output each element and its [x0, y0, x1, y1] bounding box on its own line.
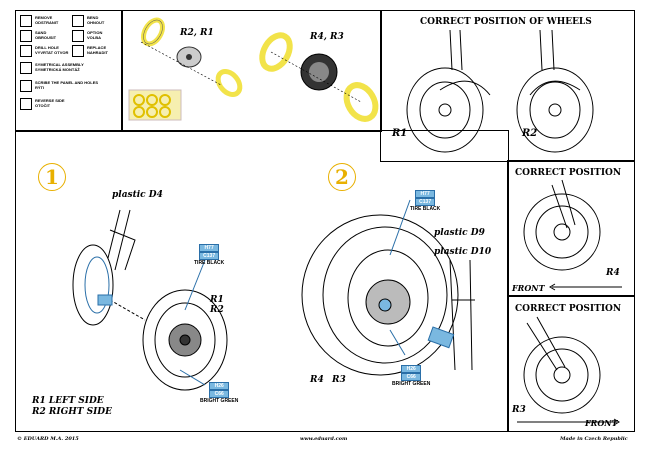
wheels-position-title: CORRECT POSITION OF WHEELS	[420, 17, 592, 27]
step2-hub-paint-code: H26 C66 BRIGHT GREEN	[392, 365, 430, 387]
parts-illustration	[128, 17, 379, 122]
parts-label-r4-r3: R4, R3	[310, 32, 344, 42]
mask-ring	[343, 82, 379, 122]
scribe-icon	[20, 80, 32, 92]
wheel-label-r2: R2	[522, 128, 538, 139]
option-icon	[72, 30, 84, 42]
front-label-2: FRONT	[585, 418, 618, 428]
paint-name: BRIGHT GREEN	[200, 398, 239, 404]
remove-icon	[20, 15, 32, 27]
paint-c-code: C137	[199, 252, 220, 260]
step1-left-side: R1 LEFT SIDE	[32, 396, 104, 406]
legend-label: SAND OBROUSIT	[35, 30, 57, 40]
legend-item: SCRIBE THE PANEL AND HOLES RÝTI	[20, 80, 98, 92]
bend-icon	[72, 15, 84, 27]
paint-name: BRIGHT GREEN	[392, 381, 431, 387]
legend-item: DRILL HOLE VYVRTAT OTVOR	[20, 45, 68, 57]
parts-panel	[121, 10, 382, 132]
paint-h-code: H77	[415, 190, 436, 198]
footer-url: www.eduard.com	[300, 436, 348, 442]
footer-made-in: Made in Czech Republic	[560, 436, 628, 442]
legend-label: OPTION VOLBA	[87, 30, 103, 40]
correct-position-part-r4: R4	[606, 268, 620, 278]
wheel-label-r1: R1	[392, 128, 408, 139]
legend-label: SCRIBE THE PANEL AND HOLES RÝTI	[35, 80, 99, 90]
step2-part-r4: R4	[310, 375, 324, 385]
correct-position-illustration-1	[523, 179, 622, 291]
step-1-badge: 1	[38, 163, 66, 191]
legend-item: SAND OBROUSIT	[20, 30, 56, 42]
step1-hub-paint-code: H26 C66 BRIGHT GREEN	[200, 382, 238, 404]
paint-name: TIRE BLACK	[194, 260, 225, 266]
correct-position-part-r3: R3	[512, 405, 526, 415]
step2-part-r3: R3	[332, 375, 346, 385]
paint-h-code: H26	[209, 382, 230, 390]
mask-sheet	[128, 89, 182, 121]
step1-plastic-label: plastic D4	[112, 190, 163, 200]
drill-icon	[20, 45, 32, 57]
step-2-badge: 2	[328, 163, 356, 191]
legend-label: DRILL HOLE VYVRTAT OTVOR	[35, 45, 69, 55]
step1-parts-label: R1 R2	[210, 295, 224, 315]
paint-h-code: H77	[199, 244, 220, 252]
mask-ring	[215, 68, 243, 98]
replace-icon	[72, 45, 84, 57]
correct-position-title-2: CORRECT POSITION	[515, 304, 622, 314]
step1-right-side: R2 RIGHT SIDE	[32, 407, 112, 417]
legend-item: REVERSE SIDE OTOČIT	[20, 98, 65, 110]
footer-copyright: © EDUARD M.A. 2015	[17, 436, 79, 442]
legend-label: REMOVE ODSTRANIT	[35, 15, 59, 25]
legend-label: SYMETRICAL ASSEMBLY SYMETRICKÁ MONTÁŽ	[35, 62, 84, 72]
step2-plastic-d10: plastic D10	[434, 247, 492, 257]
step2-plastic-d9: plastic D9	[434, 228, 485, 238]
parts-label-r2-r1: R2, R1	[180, 28, 214, 38]
legend-label: REVERSE SIDE OTOČIT	[35, 98, 65, 108]
paint-h-code: H26	[401, 365, 422, 373]
step1-tire-paint-code: H77 C137 TIRE BLACK	[194, 244, 224, 266]
paint-c-code: C137	[415, 198, 436, 206]
front-label-1: FRONT	[512, 283, 545, 293]
legend-item: BEND OHNOUT	[72, 15, 104, 27]
legend-panel	[15, 10, 123, 132]
correct-position-title-1: CORRECT POSITION	[515, 168, 622, 178]
paint-c-code: C66	[401, 373, 422, 381]
legend-label: REPLACE NAHRADIT	[87, 45, 108, 55]
reverse-icon	[20, 98, 32, 110]
step2-illustration	[301, 199, 475, 376]
wheels-position-illustration	[406, 29, 594, 153]
correct-position-panel-1	[507, 160, 635, 297]
symmetrical-icon	[20, 62, 32, 74]
legend-item: REMOVE ODSTRANIT	[20, 15, 58, 27]
paint-name: TIRE BLACK	[410, 206, 441, 212]
legend-item: OPTION VOLBA	[72, 30, 102, 42]
step1-illustration	[72, 209, 228, 391]
sand-icon	[20, 30, 32, 42]
legend-label: BEND OHNOUT	[87, 15, 105, 25]
correct-position-panel-2	[507, 295, 635, 432]
paint-c-code: C66	[209, 390, 230, 398]
step2-tire-paint-code: H77 C137 TIRE BLACK	[410, 190, 440, 212]
main-panel	[15, 130, 509, 432]
correct-position-illustration-2	[517, 316, 620, 426]
legend-item: REPLACE NAHRADIT	[72, 45, 108, 57]
mask-ring	[259, 32, 293, 72]
legend-item: SYMETRICAL ASSEMBLY SYMETRICKÁ MONTÁŽ	[20, 62, 84, 74]
